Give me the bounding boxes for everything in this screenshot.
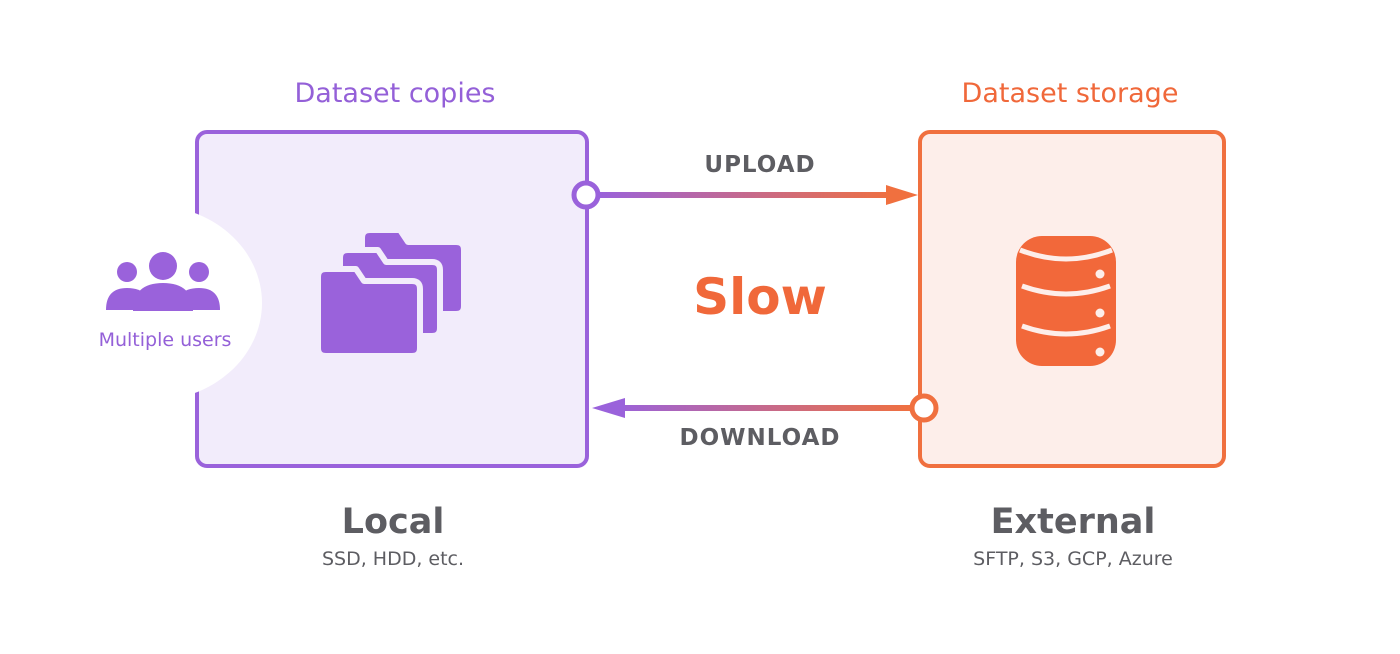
stacked-folders-icon [315, 227, 467, 359]
database-icon [1016, 236, 1116, 366]
upload-label: UPLOAD [704, 152, 816, 178]
external-title: External [990, 502, 1156, 542]
local-subtitle: SSD, HDD, etc. [321, 548, 465, 570]
upload-arrow [571, 180, 918, 210]
speed-label: Slow [693, 268, 827, 326]
external-subtitle: SFTP, S3, GCP, Azure [973, 548, 1173, 570]
download-label: DOWNLOAD [679, 425, 841, 451]
local-title: Local [341, 502, 445, 542]
users-group-icon [106, 252, 220, 311]
local-heading: Dataset copies [294, 78, 496, 109]
external-heading: Dataset storage [961, 78, 1179, 109]
download-arrow [592, 393, 939, 423]
users-label: Multiple users [98, 329, 232, 351]
